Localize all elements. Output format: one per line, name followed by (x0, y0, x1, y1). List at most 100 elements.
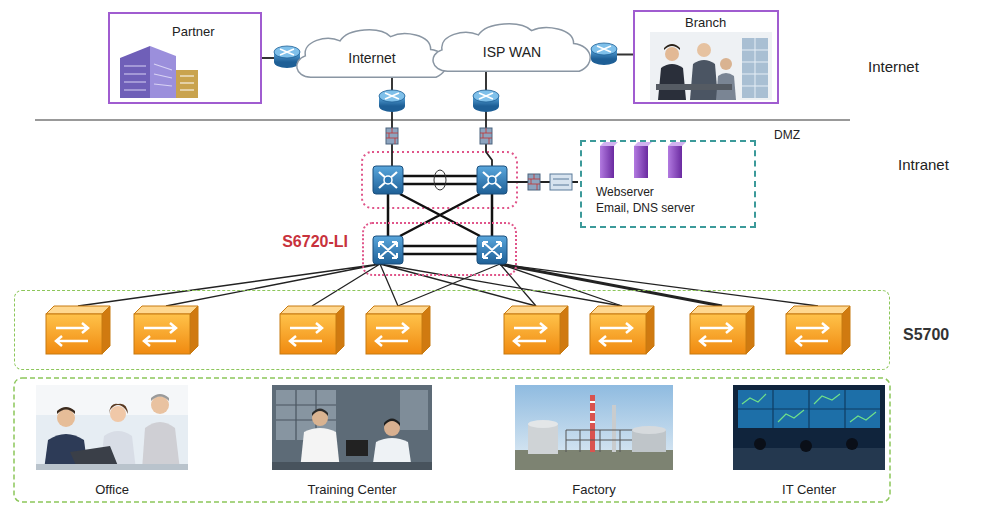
partner-building (180, 76, 194, 90)
site-name: Partner (172, 24, 215, 40)
factory-photo (612, 405, 616, 452)
training-center-photo (312, 409, 328, 417)
cloud-label: ISP WAN (428, 44, 596, 61)
branch-photo (650, 32, 772, 100)
access-layer-band: S5700 (14, 290, 890, 370)
it-center-photo (754, 438, 766, 450)
router-icons (379, 90, 405, 112)
training-center-photo (272, 462, 432, 470)
access-switch-icons (590, 306, 654, 354)
branch-photo (690, 60, 718, 100)
site-box: Branch (633, 10, 779, 104)
factory-photo (515, 385, 673, 470)
office-photo (110, 406, 126, 422)
branch-photo (664, 44, 680, 50)
factory-photo (528, 424, 558, 454)
firewall-icons (480, 128, 492, 144)
core-router-group (362, 152, 517, 208)
downlink-wire (500, 264, 722, 306)
firewall-icons (528, 174, 540, 190)
partner-building (176, 70, 198, 98)
site-box: Partner (108, 12, 262, 104)
site-photo: Factory (515, 385, 673, 500)
it-center-photo (846, 438, 858, 450)
server-icons (600, 146, 614, 178)
downlink-wire (398, 264, 818, 306)
site-photo: Office (36, 385, 188, 500)
zone-separator (35, 119, 850, 121)
it-center-photo (733, 385, 885, 470)
it-center-photo (800, 440, 812, 452)
firewall-icons (386, 128, 398, 144)
link-aggregation-mark (434, 170, 446, 190)
device-model: S5700 (903, 325, 949, 344)
it-center-photo (738, 390, 880, 428)
branch-photo (656, 84, 732, 90)
dmz-zone: DMZWebserverEmail, DNS server (580, 140, 756, 228)
server-icons (600, 142, 618, 146)
photo-caption: IT Center (733, 482, 885, 498)
it-center-photo (742, 394, 876, 422)
office-photo (151, 394, 169, 401)
it-center-photo (738, 390, 880, 428)
core-link (403, 176, 477, 184)
core-link (388, 176, 492, 254)
factory-photo (632, 426, 666, 434)
photo-caption: Office (36, 482, 188, 498)
office-photo (109, 404, 128, 414)
access-switch-icons (366, 306, 430, 354)
zone-name: DMZ (774, 128, 800, 142)
dmz-switch-icon (550, 174, 572, 190)
router-icons (591, 43, 617, 65)
office-photo (142, 422, 180, 470)
partner-building (150, 46, 176, 98)
core-device-icons (373, 236, 403, 264)
core-link (400, 194, 480, 236)
server-label: Email, DNS server (596, 201, 695, 215)
server-icons (668, 142, 686, 146)
branch-photo (697, 43, 711, 57)
site-photo: IT Center (733, 385, 885, 500)
branch-photo (742, 38, 768, 98)
office-photo (57, 407, 75, 414)
access-switch-icons (786, 306, 850, 354)
downlink-wire (78, 264, 818, 306)
core-switch-group: S6720-LI (362, 222, 517, 276)
zone-label: Internet (868, 58, 919, 76)
partner-building (120, 46, 198, 98)
router-icons (274, 46, 300, 68)
network-cloud: Internet (292, 26, 452, 90)
it-center-photo (733, 385, 885, 470)
dmz-switch-icon (553, 179, 569, 185)
zone-label: Intranet (898, 156, 949, 174)
access-switch-icons (46, 306, 850, 354)
network-cloud: ISP WAN (428, 20, 596, 84)
training-center-photo (346, 440, 368, 456)
training-center-photo (400, 390, 428, 430)
core-device-icons (477, 166, 507, 194)
branch-photo (742, 38, 768, 98)
server-icons (634, 142, 652, 146)
router-icons (473, 90, 499, 112)
it-center-photo (733, 448, 885, 470)
factory-photo (590, 402, 595, 422)
access-switch-icons (280, 306, 344, 354)
uplink-wire (392, 64, 578, 182)
site-photo: Training Center (272, 385, 432, 500)
access-switch-icons (46, 306, 110, 354)
access-switch-icons (504, 306, 568, 354)
training-center-photo (384, 419, 400, 427)
uplink-wire (391, 70, 393, 166)
training-center-photo (272, 385, 432, 470)
core-device-icons (373, 166, 507, 264)
access-switch-icons (690, 306, 754, 354)
core-device-icons (477, 236, 507, 264)
site-band (14, 378, 890, 502)
access-switch-icons (134, 306, 198, 354)
server-icons (634, 146, 648, 178)
uplink-wire (486, 64, 492, 166)
factory-photo (515, 385, 673, 470)
